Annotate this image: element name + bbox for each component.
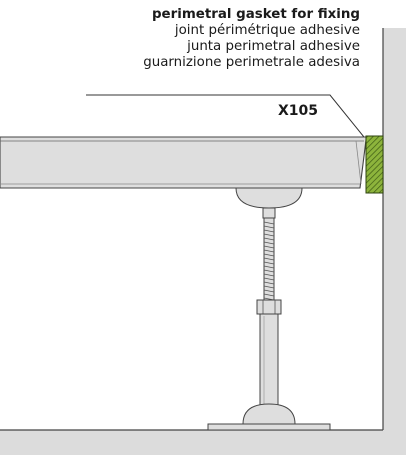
thread-line [263, 261, 275, 265]
thread-line [263, 237, 275, 241]
label-english: perimetral gasket for fixing [151, 7, 360, 22]
leader-line [86, 94, 369, 143]
label-spanish: junta perimetral adhesive [187, 39, 360, 54]
thread-line [263, 257, 275, 261]
wall [383, 28, 406, 455]
pedestal-base-dome [242, 403, 296, 425]
thread-line [263, 221, 275, 225]
thread-line [263, 289, 275, 293]
rod-threads [263, 221, 275, 301]
thread-line [263, 285, 275, 289]
thread-line [263, 281, 275, 285]
thread-line [263, 249, 275, 253]
perimetral-gasket [365, 135, 384, 194]
label-french: joint périmétrique adhesive [174, 23, 360, 38]
pedestal-tube [259, 313, 279, 407]
product-code: X105 [278, 103, 319, 119]
floor [0, 430, 406, 455]
thread-line [263, 273, 275, 277]
label-italian: guarnizione perimetrale adesiva [143, 55, 360, 70]
thread-line [263, 253, 275, 257]
thread-line [263, 265, 275, 269]
hex-nut [256, 299, 282, 315]
thread-line [263, 233, 275, 237]
panel-slab [0, 136, 367, 189]
thread-line [263, 277, 275, 281]
thread-line [263, 269, 275, 273]
thread-line [263, 225, 275, 229]
thread-line [263, 245, 275, 249]
thread-line [263, 293, 275, 297]
panel-chamfer [355, 140, 362, 185]
pedestal-base-plate [207, 423, 331, 431]
thread-line [263, 241, 275, 245]
pedestal-top-cap [235, 187, 303, 209]
pedestal-neck [262, 207, 276, 219]
thread-line [263, 229, 275, 233]
